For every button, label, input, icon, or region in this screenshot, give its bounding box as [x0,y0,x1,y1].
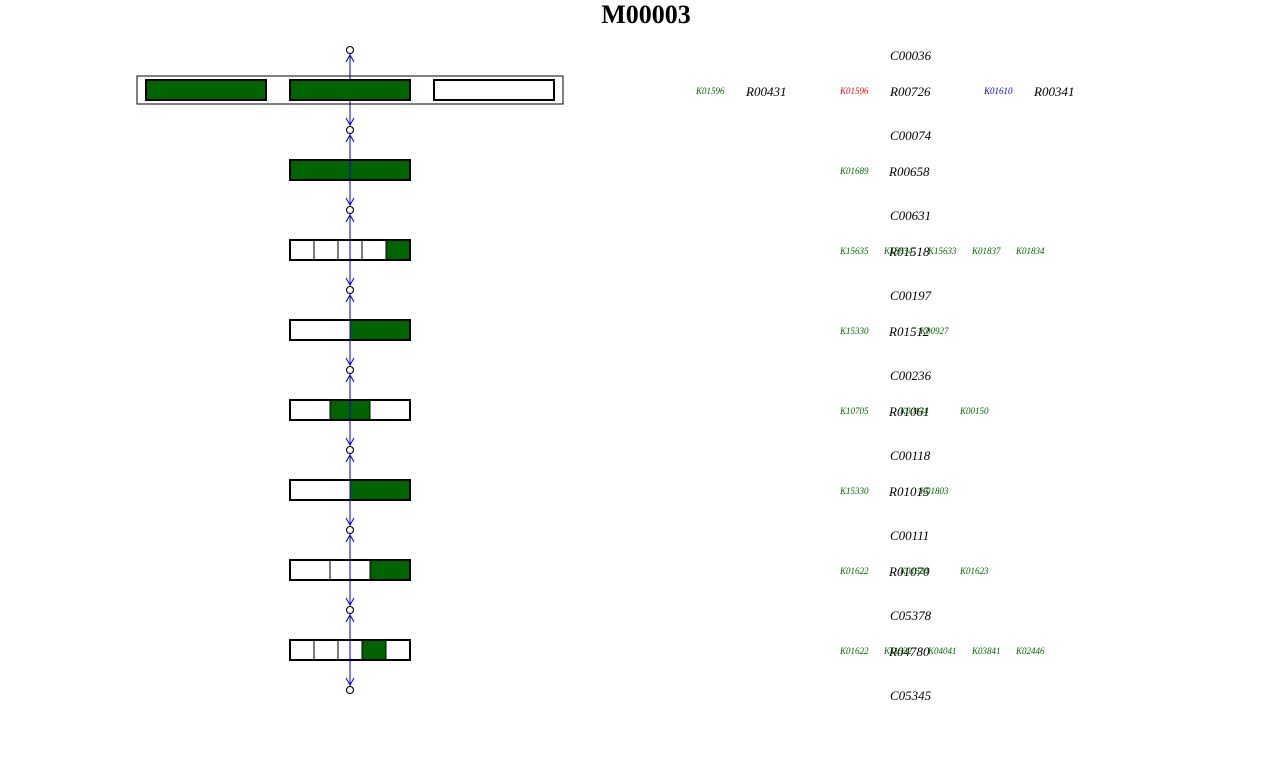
ortholog-label: K15330 [839,326,869,336]
compound-node [345,605,355,615]
ortholog-label: K01596 [695,86,725,96]
ortholog-label: K00150 [959,406,989,416]
ortholog-label: K01689 [839,166,869,176]
compound-node [345,445,355,455]
compound-node [345,685,355,695]
reaction-box [433,79,555,101]
compound-label: C00236 [890,368,932,383]
reaction-label: R01061 [888,404,929,419]
arrowhead-down [345,277,355,287]
arrowhead-up [345,293,355,303]
ortholog-cell [361,239,387,261]
ortholog-label: K01837 [971,246,1001,256]
compound-node [345,45,355,55]
arrowhead-up [345,133,355,143]
reaction-label: R04780 [888,644,930,659]
ortholog-label: K11532 [883,646,912,656]
ortholog-cell [289,479,351,501]
ortholog-cell [289,79,411,101]
ortholog-label: K01596 [839,86,869,96]
reaction-box [289,79,411,101]
ortholog-cell [349,479,411,501]
module-title: M00003 [601,0,691,29]
ortholog-cell [313,639,339,661]
ortholog-label: K15330 [839,486,869,496]
reaction-label: R00341 [1033,84,1074,99]
ortholog-cell [289,399,331,421]
pathway-column [136,45,564,695]
ortholog-cell [289,639,315,661]
compound-node [345,205,355,215]
compound-label: C05345 [890,688,932,703]
compound-label: C00074 [890,128,932,143]
arrowhead-down [345,117,355,127]
compound-node [345,525,355,535]
arrowhead-down [345,437,355,447]
reaction-label: R00726 [889,84,931,99]
arrowhead-up [345,613,355,623]
reaction-box [145,79,267,101]
arrowhead-down [345,197,355,207]
arrowhead-up [345,213,355,223]
arrowhead-up [345,453,355,463]
ortholog-label: K15634 [883,246,913,256]
compound-node [345,365,355,375]
ortholog-cell [349,319,411,341]
ortholog-cell [385,239,411,261]
ortholog-cell [145,79,267,101]
arrowhead-up [345,373,355,383]
ortholog-label: K00927 [919,326,949,336]
ortholog-label: K01803 [919,486,949,496]
ortholog-label: K10705 [839,406,869,416]
reaction-label: R00658 [888,164,930,179]
ortholog-label: K01623 [959,566,989,576]
ortholog-cell [289,559,331,581]
arrowhead-down [345,517,355,527]
ortholog-label: K01622 [839,566,869,576]
ortholog-cell [433,79,555,101]
compound-label: C00036 [890,48,932,63]
compound-label: C05378 [890,608,932,623]
arrowhead-down [345,597,355,607]
compound-label: C00118 [890,448,931,463]
compound-label: C00631 [890,208,931,223]
ortholog-cell [289,319,351,341]
ortholog-label: K03841 [971,646,1001,656]
ortholog-label: K00134 [899,406,929,416]
arrowhead-up [345,53,355,63]
ortholog-label: K01622 [839,646,869,656]
alternatives-frame [136,75,564,105]
ortholog-cell [369,399,411,421]
reaction-label: R01015 [888,484,930,499]
arrowhead-down [345,357,355,367]
arrowhead-down [345,677,355,687]
ortholog-cell [289,239,315,261]
label-column: C00036C00074C00631C00197C00236C00118C001… [695,48,1074,703]
reaction-label: R01518 [888,244,930,259]
ortholog-label: K01624 [899,566,929,576]
compound-node [345,125,355,135]
ortholog-label: K15633 [927,246,957,256]
ortholog-cell [369,559,411,581]
arrowhead-up [345,533,355,543]
reaction-label: R01070 [888,564,930,579]
reaction-label: R01512 [888,324,930,339]
ortholog-cell [385,639,411,661]
compound-label: C00197 [890,288,932,303]
ortholog-cell [313,239,339,261]
ortholog-cell [361,639,387,661]
ortholog-label: K01834 [1015,246,1045,256]
ortholog-label: K02446 [1015,646,1045,656]
ortholog-label: K04041 [927,646,957,656]
compound-label: C00111 [890,528,929,543]
reaction-label: R00431 [745,84,786,99]
compound-node [345,285,355,295]
ortholog-label: K15635 [839,246,869,256]
ortholog-label: K01610 [983,86,1013,96]
